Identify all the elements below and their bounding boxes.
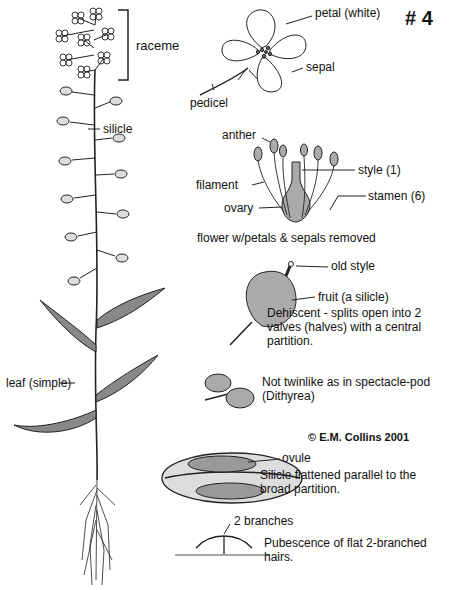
note: Pubescence of flat 2-branched hairs.	[264, 536, 444, 564]
part-label: silicle	[103, 122, 132, 136]
part-label: sepal	[306, 60, 335, 74]
part-label: petal (white)	[315, 6, 380, 20]
part-label: old style	[331, 259, 375, 273]
note: Silicle flattened parallel to the broad …	[260, 468, 450, 496]
part-label: pedicel	[190, 96, 228, 110]
part-label: raceme	[136, 38, 179, 54]
note: Dehiscent - splits open into 2 valves (h…	[267, 306, 455, 348]
part-label: leaf (simple)	[6, 376, 71, 390]
note: Not twinlike as in spectacle-pod (Dithyr…	[262, 375, 452, 403]
plate-number: # 4	[405, 6, 433, 30]
part-label: anther	[222, 128, 256, 142]
part-label: fruit (a silicle)	[318, 290, 389, 304]
part-label: ovule	[282, 451, 311, 465]
part-label: style (1)	[358, 163, 401, 177]
caption-note: flower w/petals & sepals removed	[197, 231, 376, 245]
part-label: 2 branches	[234, 514, 293, 528]
part-label: filament	[196, 178, 238, 192]
copyright: © E.M. Collins 2001	[308, 431, 409, 444]
part-label: ovary	[224, 201, 253, 215]
part-label: stamen (6)	[368, 189, 425, 203]
